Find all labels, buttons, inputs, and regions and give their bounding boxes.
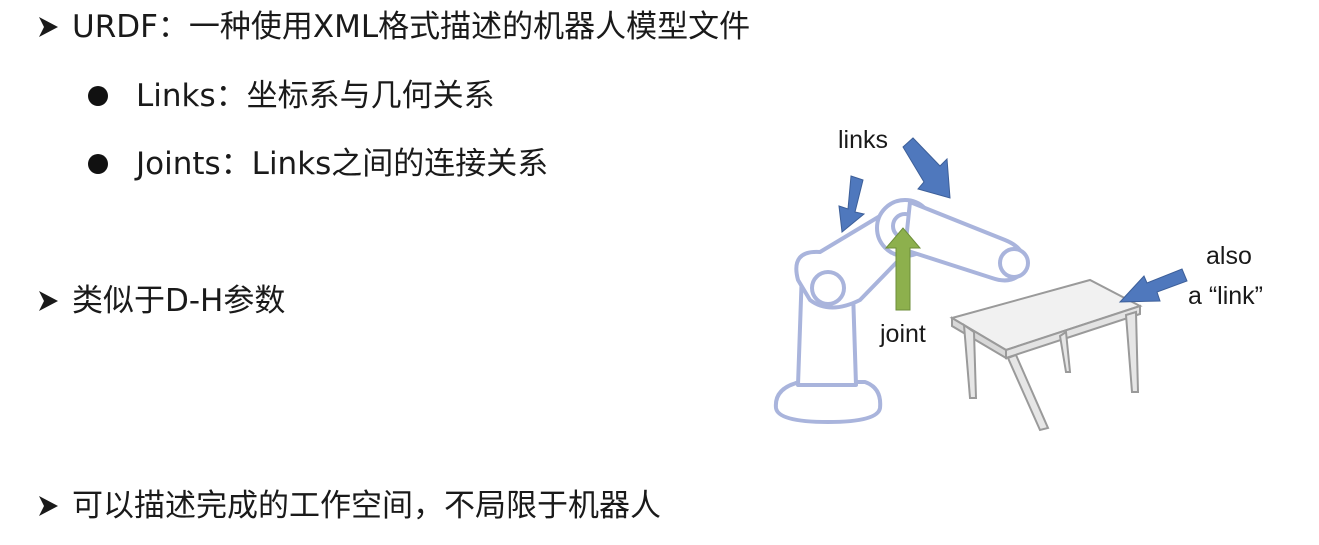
bullet-workspace-text: 可以描述完成的工作空间，不局限于机器人 — [72, 488, 661, 524]
arrow-up-icon — [884, 227, 922, 311]
bullet-urdf-text: URDF：一种使用XML格式描述的机器人模型文件 — [72, 9, 751, 45]
arrowhead-bullet-icon — [39, 291, 58, 311]
robot-arm-table-figure: links joint also a “link” — [773, 126, 1263, 432]
sub-bullet-links-text: Links：坐标系与几何关系 — [136, 78, 495, 114]
filled-circle-bullet-icon — [88, 154, 108, 174]
arrow-down-icon — [838, 175, 866, 233]
label-also: also — [1206, 242, 1252, 270]
sub-bullet-links: Links：坐标系与几何关系 — [88, 76, 495, 116]
label-a-link: a “link” — [1188, 282, 1263, 310]
label-links: links — [838, 126, 888, 154]
sub-bullet-joints-text: Joints：Links之间的连接关系 — [136, 146, 549, 182]
arrowhead-bullet-icon — [39, 496, 58, 516]
sub-bullet-joints: Joints：Links之间的连接关系 — [88, 144, 548, 184]
arrow-down-right-icon — [902, 137, 951, 199]
filled-circle-bullet-icon — [88, 86, 108, 106]
bullet-dh: 类似于D-H参数 — [34, 281, 285, 321]
arrowhead-bullet-icon — [39, 17, 58, 37]
bullet-dh-text: 类似于D-H参数 — [72, 283, 286, 319]
arrow-left-icon — [1118, 268, 1188, 303]
label-joint: joint — [879, 320, 926, 348]
table-illustration — [949, 278, 1143, 432]
link-pointer-arrows — [838, 137, 1188, 303]
bullet-urdf: URDF：一种使用XML格式描述的机器人模型文件 — [34, 7, 750, 47]
bullet-workspace: 可以描述完成的工作空间，不局限于机器人 — [34, 486, 661, 526]
robot-arm-illustration — [773, 198, 1030, 424]
